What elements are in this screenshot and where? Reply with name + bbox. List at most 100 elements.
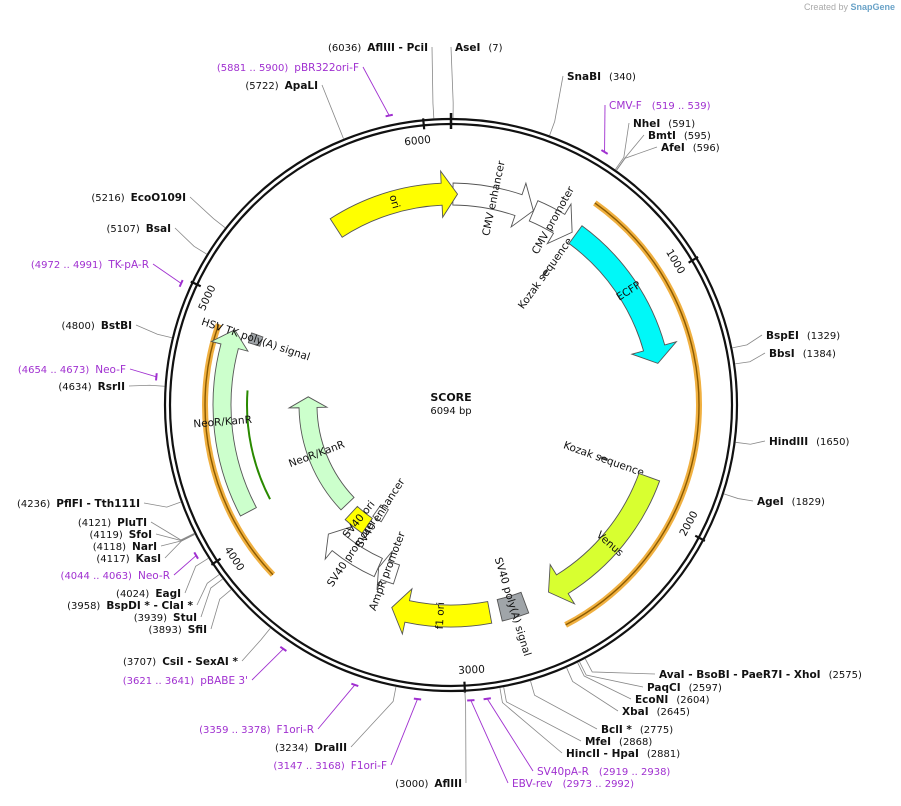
site-label: (5216)EcoO109I [91,192,186,204]
site-name: AflIII - PciI [367,42,428,54]
primer-leader-line [318,685,355,729]
feature-sv40-poly-a-signal[interactable]: SV40 poly(A) signal [492,556,533,658]
plasmid-name: SCORE [430,391,471,404]
restriction-site[interactable]: AvaI - BsoBI - PaeR7I - XhoI(2575) [585,659,862,681]
primer-label: EBV-rev(2973 .. 2992) [512,778,634,790]
feature-ecfp[interactable]: ECFP [569,226,676,364]
restriction-site[interactable]: (3234)DraIII [275,687,396,754]
feature-venus[interactable]: Venus [549,473,660,603]
site-leader-line [432,47,434,119]
site-name: HincII - HpaI [566,748,639,760]
primer-name: EBV-rev [512,778,553,790]
backbone-inner-ring [170,124,732,686]
restriction-site[interactable]: (5107)BsaI [106,223,206,254]
site-position: (2775) [640,725,673,736]
site-label: (5107)BsaI [106,223,171,235]
site-label: (3000) AflIII [395,778,462,790]
site-label: (4800)BstBI [62,320,132,332]
primer-label: (4044 .. 4063)Neo-R [61,570,170,582]
site-label: (4634)RsrII [58,381,125,393]
site-position: (340) [609,72,636,83]
restriction-site[interactable]: HindIII(1650) [736,436,850,448]
site-label: (4236)PflFI - Tth111I [17,498,140,510]
restriction-site[interactable]: (6036) AflIII - PciI [328,42,434,119]
feature-ori[interactable]: ori [330,171,457,237]
site-position: (1329) [807,331,840,342]
primer-label: (4972 .. 4991) TK-pA-R [31,259,149,271]
primer-label: CMV-F(519 .. 539) [609,100,711,112]
primer-range: (2919 .. 2938) [599,767,671,778]
ruler-tick-label: 6000 [404,134,432,149]
site-name: NheI [633,118,660,130]
site-position: (3234) [275,743,308,754]
primer-range: (3359 .. 3378) [199,725,271,736]
site-name: XbaI [622,706,649,718]
primer[interactable]: (4972 .. 4991) TK-pA-R [31,259,183,287]
feature-f1-ori[interactable]: f1 ori [392,589,492,634]
feature-label: NeoR/KanR [193,414,252,430]
restriction-site[interactable]: (4236)PflFI - Tth111I [17,498,181,510]
site-leader-line [211,590,231,629]
primer-name: TK-pA-R [107,259,149,271]
site-name: SfoI [129,529,152,541]
feature-cmv-enhancer[interactable]: CMV enhancer [453,159,534,237]
ruler-tick-label: 2000 [677,509,700,538]
site-position: (2597) [689,683,722,694]
site-label: (3234)DraIII [275,742,347,754]
site-leader-line [465,692,466,783]
site-name: HindIII [769,436,808,448]
site-leader-line [136,325,172,338]
restriction-site[interactable]: AseI(7) [451,42,503,118]
primer[interactable]: (4654 .. 4673)Neo-F [18,364,157,380]
site-name: BspEI [766,330,799,342]
site-label: BmtI(595) [648,130,711,142]
site-name: NarI [132,541,157,553]
restriction-site[interactable]: BbsI(1384) [735,348,836,364]
site-position: (2881) [647,749,680,760]
site-position: (5722) [245,81,278,92]
site-label: HindIII(1650) [769,436,849,448]
restriction-site[interactable]: AfeI(596) [616,142,719,171]
feature-label: Kozak sequence [516,236,575,312]
feature-kozak-sequence[interactable]: Kozak sequence [562,439,646,479]
restriction-site[interactable]: AgeI(1829) [724,494,825,508]
restriction-site[interactable]: (3000) AflIII [395,692,466,790]
ruler-tick-label: 3000 [458,664,485,677]
restriction-site[interactable]: BspEI (1329) [732,330,840,348]
site-label: AgeI(1829) [757,496,825,508]
site-position: (4236) [17,499,50,510]
site-label: (4024)EagI [116,588,181,600]
feature-neor-kanr[interactable]: NeoR/KanR [193,330,256,516]
primer[interactable]: (3359 .. 3378)F1ori-R [199,684,358,736]
site-position: (6036) [328,43,361,54]
site-position: (3000) [395,779,428,790]
restriction-site[interactable]: (4800)BstBI [62,320,172,338]
site-leader-line [129,385,165,386]
restriction-site[interactable]: (4634)RsrII [58,381,164,393]
site-leader-line [144,502,181,507]
feature-kozak-sequence[interactable]: Kozak sequence [516,236,575,312]
primer-leader-line [471,700,508,783]
snapgene-logo: SnapGene [850,2,895,12]
site-label: AvaI - BsoBI - PaeR7I - XhoI(2575) [659,669,862,681]
site-position: (7) [488,43,502,54]
site-position: (4800) [62,321,95,332]
primer-name: CMV-F [609,100,642,112]
primer-leader-line [153,264,181,283]
site-name: AflIII [434,778,462,790]
restriction-site[interactable]: (5722)ApaLI [245,80,343,139]
feature-neor-kanr[interactable]: NeoR/KanR [287,397,354,510]
site-leader-line [190,197,225,228]
primer-name: pBR322ori-F [294,62,359,74]
primer-leader-line [174,556,196,575]
primer-name: SV40pA-R [537,766,589,778]
plasmid-length: 6094 bp [430,406,471,417]
site-leader-line [500,688,562,753]
site-label: BbsI(1384) [769,348,836,360]
primer-range: (4972 .. 4991) [31,260,103,271]
feature-label: f1 ori [434,602,447,630]
site-label: NheI(591) [633,118,695,130]
site-position: (3707) [123,657,156,668]
site-label: PaqCI(2597) [647,682,722,694]
